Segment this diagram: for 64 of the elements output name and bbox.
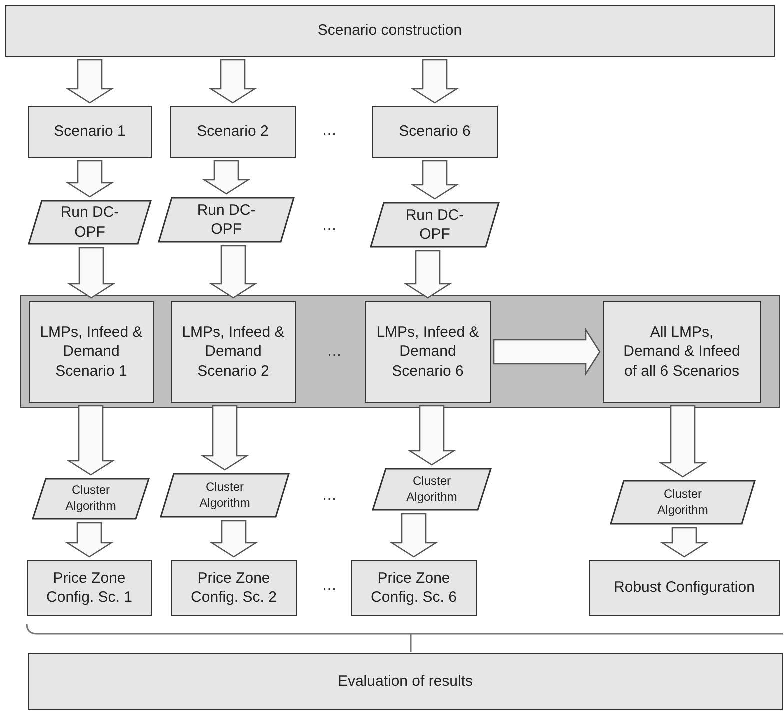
io-parallelogram — [372, 468, 492, 511]
process-box — [29, 301, 154, 403]
process-box — [365, 301, 491, 403]
node-label: LMPs, Infeed & Demand Scenario 1 — [39, 322, 144, 382]
group-band — [20, 295, 780, 408]
block-arrow — [404, 250, 452, 299]
node-label: Scenario 2 — [197, 122, 269, 142]
process-box — [171, 301, 296, 403]
node-label: Cluster Algorithm — [198, 480, 252, 512]
ellipsis: … — [322, 122, 339, 139]
process-box — [28, 653, 783, 710]
node-label: Run DC-OPF — [60, 203, 120, 242]
block-arrow — [210, 520, 258, 558]
node-label: Price Zone Config. Sc. 2 — [190, 568, 278, 608]
node-label: LMPs, Infeed & Demand Scenario 2 — [181, 322, 286, 382]
block-arrow — [200, 405, 250, 471]
block-arrow — [658, 405, 708, 478]
node-label: Cluster Algorithm — [64, 483, 118, 515]
ellipsis: … — [327, 343, 344, 360]
node-label: LMPs, Infeed & Demand Scenario 6 — [376, 322, 480, 382]
block-arrow — [660, 527, 709, 558]
process-box — [351, 560, 477, 616]
node-label: Run DC-OPF — [196, 200, 257, 240]
process-box — [5, 5, 775, 57]
node-label: Scenario 6 — [399, 122, 471, 142]
io-parallelogram — [160, 473, 290, 518]
block-arrow — [209, 245, 258, 299]
node-label: Cluster Algorithm — [406, 474, 458, 506]
process-box — [28, 106, 152, 158]
block-arrow — [410, 59, 460, 104]
node-label: Scenario 1 — [54, 122, 126, 142]
node-label: Price Zone Config. Sc. 1 — [46, 568, 134, 608]
block-arrow — [66, 59, 114, 104]
process-box — [27, 560, 152, 616]
io-parallelogram — [32, 478, 150, 520]
node-label: Scenario construction — [318, 21, 462, 41]
block-arrow — [65, 522, 114, 558]
io-parallelogram — [610, 480, 756, 525]
process-box — [170, 106, 296, 158]
process-box — [372, 106, 498, 158]
node-label: Robust Configuration — [614, 578, 755, 598]
node-label: Price Zone Config. Sc. 6 — [370, 568, 458, 608]
block-arrow — [66, 160, 114, 198]
block-arrow — [493, 328, 601, 376]
process-box — [603, 301, 761, 403]
node-label: Evaluation of results — [338, 672, 474, 692]
io-parallelogram — [158, 197, 295, 243]
ellipsis: … — [322, 577, 339, 594]
node-label: Run DC-OPF — [404, 206, 466, 244]
block-arrow — [202, 160, 251, 195]
ellipsis: … — [322, 217, 339, 234]
process-box — [171, 560, 297, 616]
block-arrow — [390, 513, 438, 558]
block-arrow — [410, 160, 460, 200]
node-label: Cluster Algorithm — [656, 486, 710, 518]
io-parallelogram — [28, 200, 152, 245]
block-arrow — [408, 405, 456, 466]
process-box — [589, 560, 780, 616]
block-arrow — [66, 405, 116, 476]
block-arrow — [208, 59, 258, 104]
block-arrow — [67, 247, 116, 299]
ellipsis: … — [322, 487, 339, 504]
io-parallelogram — [370, 202, 500, 248]
node-label: All LMPs, Demand & Infeed of all 6 Scenarios — [622, 322, 742, 382]
